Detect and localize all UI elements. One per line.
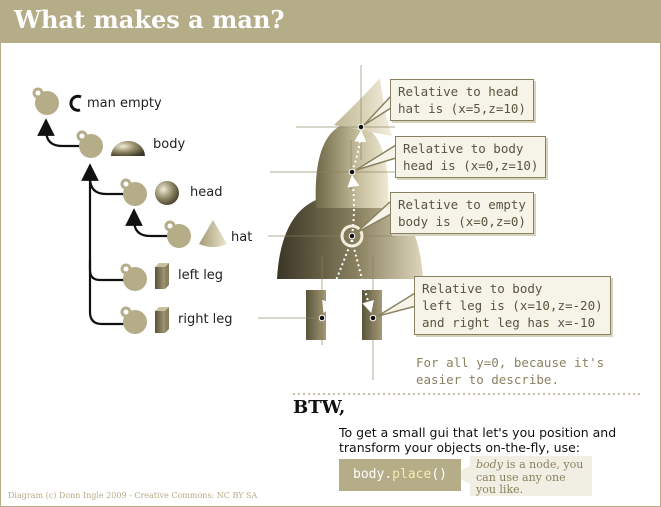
- node-disc-right-leg: [120, 306, 147, 334]
- tree-label-hat: hat: [231, 230, 253, 245]
- sphere-icon: [155, 181, 179, 205]
- code-note-text: is a node, you can use any one you like.: [476, 458, 584, 496]
- code-snippet: body.place(): [339, 459, 461, 491]
- code-note-em: body: [476, 458, 503, 471]
- empty-icon: [69, 94, 82, 112]
- code-note: body is a node, you can use any one you …: [470, 456, 592, 496]
- tree-connectors: [37, 118, 168, 326]
- cone-icon: [199, 220, 227, 247]
- y-axis-note: For all y=0, because it's easier to desc…: [416, 355, 605, 387]
- callout-pointers: [355, 95, 421, 317]
- node-disc-head: [120, 178, 147, 206]
- page-title: What makes a man?: [14, 5, 285, 34]
- credit-line: Diagram (c) Donn Ingle 2009 - Creative C…: [8, 491, 258, 500]
- node-disc-hat: [164, 220, 191, 248]
- callout-body: Relative to empty body is (x=0,z=0): [390, 192, 534, 234]
- code-object: body.: [353, 467, 393, 482]
- callout-legs: Relative to body left leg is (x=10,z=-20…: [414, 276, 611, 335]
- code-method: place: [392, 467, 432, 482]
- left-leg-shape: [306, 290, 326, 340]
- header-bar: What makes a man?: [0, 0, 661, 43]
- code-arrow-icon: [452, 466, 470, 484]
- btw-text: To get a small gui that let's you positi…: [339, 425, 617, 455]
- tree-label-man-empty: man empty: [87, 96, 162, 111]
- head-shape: [315, 122, 389, 208]
- node-disc-left-leg: [120, 263, 147, 291]
- left-leg-box-icon: [155, 263, 169, 289]
- tree-label-right-leg: right leg: [178, 312, 233, 327]
- code-args: (): [431, 467, 447, 482]
- hemisphere-icon: [111, 141, 145, 156]
- tree-label-body: body: [153, 137, 186, 152]
- btw-heading: BTW,: [293, 397, 346, 418]
- tree-nodes: [32, 87, 191, 334]
- callout-hat: Relative to head hat is (x=5,z=10): [390, 79, 534, 121]
- hat-shape: [334, 78, 392, 136]
- tree-label-head: head: [190, 185, 223, 200]
- right-leg-box-icon: [155, 307, 169, 333]
- tree-label-left-leg: left leg: [178, 268, 224, 283]
- node-disc-body: [76, 130, 103, 158]
- callout-head: Relative to body head is (x=0,z=10): [395, 136, 547, 178]
- node-disc-man-empty: [32, 87, 59, 115]
